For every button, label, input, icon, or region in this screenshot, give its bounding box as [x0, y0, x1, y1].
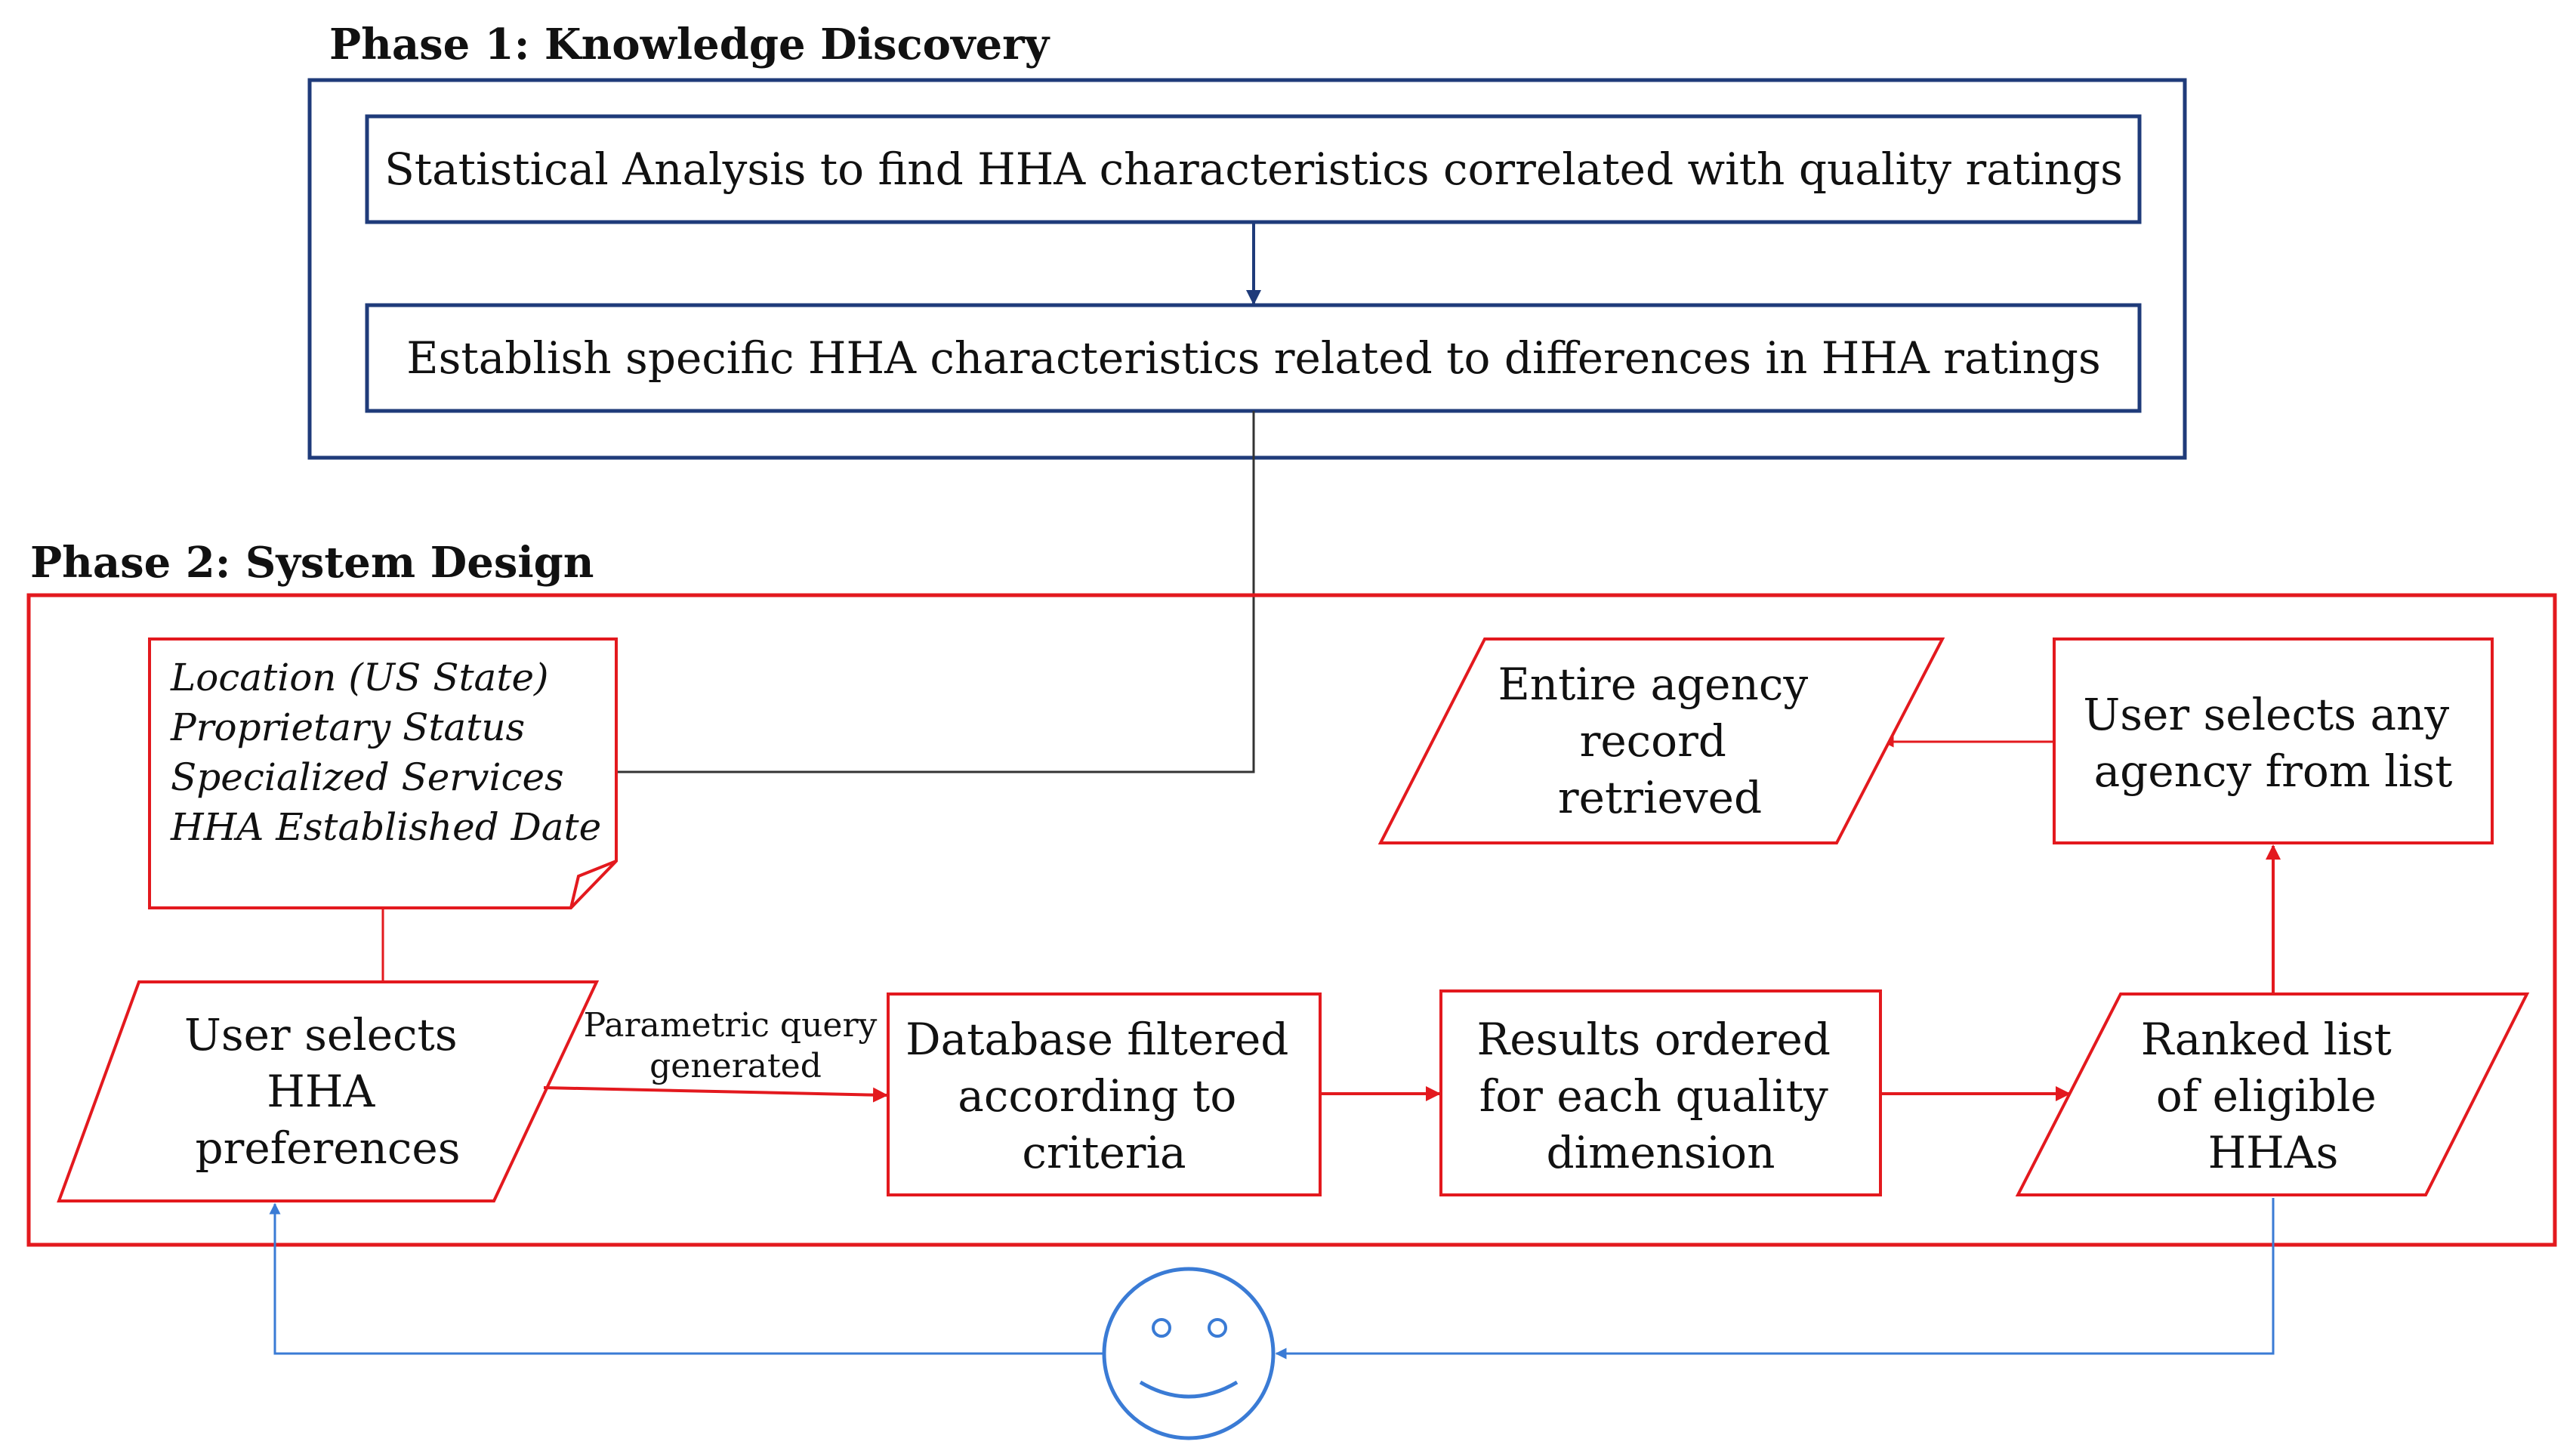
parametric-query-label: Parametric query generated: [584, 1006, 888, 1085]
query-label-line-1: Parametric query: [584, 1006, 878, 1045]
preferences-line-2: HHA: [267, 1066, 375, 1117]
user-selects-preferences-node: User selects HHA preferences: [57, 980, 600, 1202]
svg-text:User selects HHA p: User selects HHA preferences: [184, 1009, 471, 1174]
arrow-user-to-preferences: [269, 1202, 1104, 1355]
connector-phase1-to-criteria: [618, 411, 1255, 773]
criteria-list: Location (US State) Proprietary Status S…: [170, 656, 601, 849]
database-line-3: criteria: [1022, 1127, 1186, 1178]
criteria-proprietary-status: Proprietary Status: [170, 705, 525, 749]
criteria-note: Location (US State) Proprietary Status S…: [148, 637, 618, 909]
criteria-location: Location (US State): [170, 656, 549, 699]
svg-text:Results ordered for each: Results ordered for each quality dimensi…: [1477, 1014, 1845, 1178]
criteria-established-date: HHA Established Date: [170, 805, 601, 849]
results-line-3: dimension: [1547, 1127, 1775, 1178]
record-line-1: Entire agency: [1498, 659, 1808, 710]
record-line-3: retrieved: [1558, 772, 1762, 823]
preferences-line-3: preferences: [196, 1122, 461, 1174]
svg-text:Ranked list of eligible: Ranked list of eligible HHAs: [2141, 1014, 2406, 1178]
svg-text:User selects any agency: User selects any agency from list: [2083, 689, 2463, 797]
arrow-preferences-to-database: [543, 1086, 888, 1103]
results-line-1: Results ordered: [1477, 1014, 1831, 1065]
svg-text:Entire agency record: Entire agency record retrieved: [1498, 659, 1822, 823]
phase1-container: [307, 78, 2187, 460]
database-line-1: Database filtered: [905, 1014, 1288, 1065]
record-line-2: record: [1580, 715, 1726, 767]
phase2-container: [26, 593, 2557, 1247]
results-line-2: for each quality: [1479, 1070, 1828, 1122]
user-selects-line-2: agency from list: [2094, 746, 2453, 797]
criteria-specialized-services: Specialized Services: [171, 755, 564, 799]
ranked-line-3: HHAs: [2208, 1127, 2339, 1178]
preferences-line-1: User selects: [184, 1009, 458, 1060]
query-label-line-2: generated: [649, 1047, 822, 1085]
statistical-analysis-label: Statistical Analysis to find HHA charact…: [384, 144, 2123, 195]
phase1-step-statistical-analysis: Statistical Analysis to find HHA charact…: [365, 114, 2142, 224]
ranked-line-1: Ranked list: [2141, 1014, 2392, 1065]
results-ordered-node: Results ordered for each quality dimensi…: [1439, 989, 1882, 1196]
phase1-step-establish-characteristics: Establish specific HHA characteristics r…: [365, 303, 2142, 413]
smiley-face-icon: [1102, 1267, 1276, 1440]
ranked-list-node: Ranked list of eligible HHAs: [2015, 992, 2530, 1196]
arrow-ranked-list-to-user: [1275, 1198, 2275, 1360]
establish-characteristics-label: Establish specific HHA characteristics r…: [406, 332, 2100, 384]
user-selects-agency-node: User selects any agency from list: [2053, 637, 2494, 844]
phase1-title: Phase 1: Knowledge Discovery: [329, 20, 1050, 69]
agency-record-node: Entire agency record retrieved: [1377, 637, 1945, 844]
phase2-title: Phase 2: System Design: [30, 538, 594, 588]
database-filtered-node: Database filtered according to criteria: [887, 992, 1322, 1196]
svg-text:Database filtered accord: Database filtered according to criteria: [905, 1014, 1303, 1178]
user-selects-line-1: User selects any: [2083, 689, 2449, 740]
ranked-line-2: of eligible: [2156, 1070, 2377, 1122]
database-line-2: according to: [958, 1070, 1236, 1122]
